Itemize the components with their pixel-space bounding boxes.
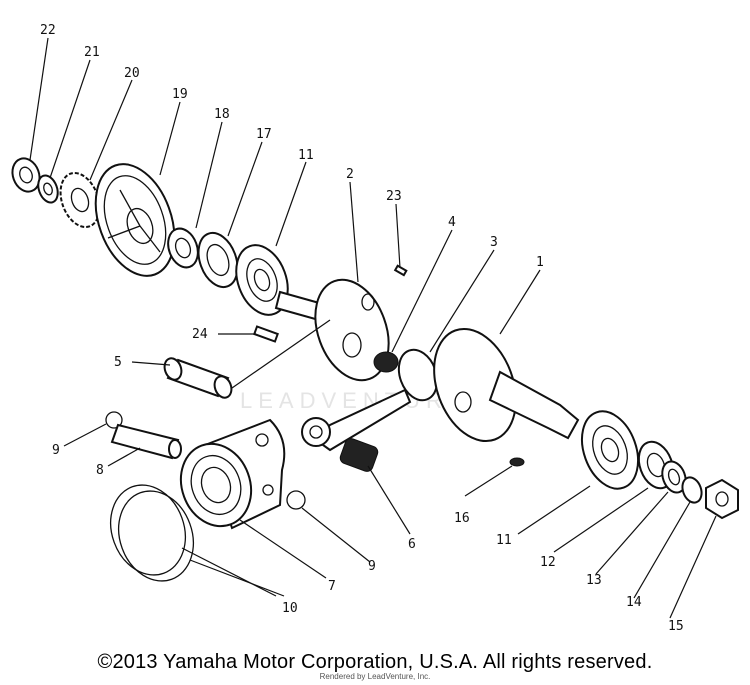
callout-13: 13 (586, 573, 602, 588)
part-9-circlip-upper (105, 411, 123, 429)
callout-3: 3 (490, 235, 498, 250)
part-18-spacer (167, 227, 199, 269)
callout-11-upper: 11 (298, 148, 314, 163)
part-3-connecting-rod (301, 348, 439, 452)
callout-23: 23 (386, 189, 402, 204)
part-15-nut (705, 478, 739, 520)
callout-20: 20 (124, 66, 140, 81)
part-2-crank-half-left (314, 278, 390, 382)
exploded-parts-diagram: 22 21 20 19 18 17 11 2 23 4 3 1 24 5 9 8… (11, 23, 739, 634)
part-9-circlip-lower (286, 490, 306, 510)
callout-22: 22 (40, 23, 56, 38)
callout-1: 1 (536, 255, 544, 270)
rendered-by-credit: Rendered by LeadVenture, Inc. (319, 672, 431, 681)
part-11-bearing-lower (580, 410, 640, 490)
part-7-piston (179, 418, 286, 530)
callout-9-lower: 9 (368, 559, 376, 574)
part-6-small-end-bearing (339, 438, 379, 472)
part-4-needle-bearing (373, 351, 399, 373)
callout-5: 5 (114, 355, 122, 370)
callout-18: 18 (214, 107, 230, 122)
part-14-washer (681, 476, 703, 504)
callout-14: 14 (626, 595, 642, 610)
part-24-key (253, 325, 279, 343)
callout-8: 8 (96, 463, 104, 478)
callout-2: 2 (346, 167, 354, 182)
callout-15: 15 (668, 619, 684, 634)
callout-7: 7 (328, 579, 336, 594)
callout-21: 21 (84, 45, 100, 60)
part-11-bearing-upper (235, 244, 289, 316)
part-17-oil-seal (197, 231, 239, 289)
callout-19: 19 (172, 87, 188, 102)
callout-24: 24 (192, 327, 208, 342)
callout-6: 6 (408, 537, 416, 552)
part-10-piston-rings (110, 484, 194, 582)
copyright-notice: ©2013 Yamaha Motor Corporation, U.S.A. A… (97, 651, 653, 673)
part-22-nut (11, 157, 41, 193)
callout-labels: 22 21 20 19 18 17 11 2 23 4 3 1 24 5 9 8… (40, 23, 684, 634)
part-13-spacer (661, 460, 687, 494)
part-19-primary-gear (94, 163, 176, 277)
part-16-key (509, 457, 525, 467)
leader-lines (29, 37, 717, 619)
part-8-piston-pin (110, 423, 182, 460)
part-21-washer (37, 174, 59, 204)
part-23-key (393, 264, 408, 277)
callout-9-upper: 9 (52, 443, 60, 458)
callout-17: 17 (256, 127, 272, 142)
callout-16: 16 (454, 511, 470, 526)
part-5-crank-pin (163, 357, 233, 399)
callout-11-lower: 11 (496, 533, 512, 548)
callout-4: 4 (448, 215, 456, 230)
callout-12: 12 (540, 555, 556, 570)
callout-10: 10 (282, 601, 298, 616)
part-1-crank-half-right (433, 327, 580, 443)
